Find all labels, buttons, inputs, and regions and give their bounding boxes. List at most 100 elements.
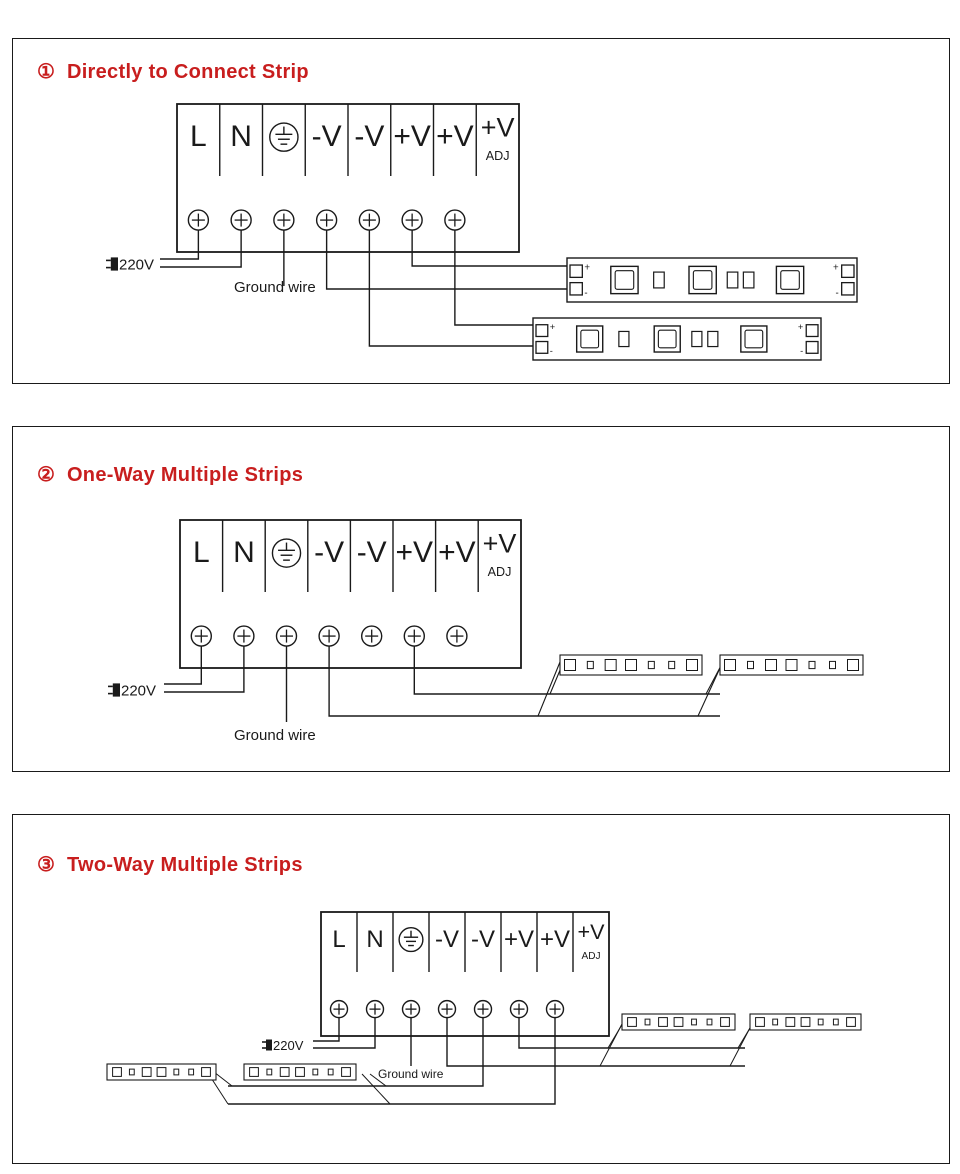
wire-minus-bus-left [228, 1017, 484, 1087]
resistor-icon [832, 1018, 839, 1026]
screw-terminal-icon [473, 999, 493, 1019]
screw-terminal-icon [233, 625, 255, 647]
resistor-icon [586, 660, 594, 670]
terminal-label: -V [435, 926, 459, 953]
screw-terminal-icon [365, 999, 385, 1019]
strip-minus-label: - [550, 346, 553, 356]
wire-tap [369, 1073, 387, 1087]
screw-terminal-icon [545, 999, 565, 1019]
strip-plus-label: + [584, 262, 590, 273]
led-chip-icon [141, 1067, 152, 1077]
led-chip-icon [785, 659, 798, 671]
section-title-1: ① Directly to Connect Strip [37, 59, 309, 84]
plug-body [110, 257, 118, 271]
earth-circle [271, 538, 302, 568]
strip-pad-left [535, 340, 549, 354]
wire-minus-2 [368, 230, 533, 347]
power-label: 220V [119, 257, 154, 274]
led-chip-icon [686, 659, 698, 671]
terminal-label: -V [471, 926, 495, 953]
screw-terminal-icon [401, 999, 421, 1019]
led-chip-icon [156, 1067, 167, 1077]
screw-terminal-icon [187, 209, 210, 231]
wire-plus-bus-right [518, 1017, 745, 1049]
terminal-label: N [366, 926, 383, 953]
resistor-icon [266, 1068, 273, 1076]
section-number-3: ③ [37, 854, 56, 876]
resistor-icon [653, 271, 665, 289]
wire-plus-bus-left [228, 1017, 556, 1105]
resistor-icon [691, 330, 703, 348]
strip-pad-right [805, 324, 819, 338]
terminal-label-adj: +V [577, 919, 605, 944]
section-title-1-text: Directly to Connect Strip [66, 61, 309, 83]
led-chip-icon [341, 1067, 351, 1077]
screw-terminal-icon [273, 209, 295, 231]
power-plug-icon [108, 683, 120, 697]
led-chip-icon [627, 1017, 637, 1027]
resistor-icon [312, 1068, 319, 1076]
power-plug-icon [106, 257, 118, 271]
resistor-icon [772, 1018, 779, 1026]
wire-minus-bus [328, 646, 720, 717]
terminal-label: -V [357, 536, 387, 569]
screw-terminal-icon [275, 625, 298, 647]
screw-terminal-icon [358, 209, 381, 231]
strip-minus-label: - [835, 288, 838, 299]
strip-plus-label: + [550, 322, 555, 332]
terminal-label: -V [314, 536, 344, 569]
screw-terminal-icon [446, 625, 468, 647]
strip-pad-right [841, 264, 855, 279]
led-chip-icon [249, 1067, 259, 1077]
strip-pad-right [841, 281, 855, 296]
led-strip [749, 1013, 862, 1031]
ground-label: Ground wire [234, 279, 316, 296]
wire-plus-1 [411, 230, 567, 267]
led-strip [719, 654, 864, 676]
resistor-icon [747, 660, 754, 670]
resistor-icon [644, 1018, 651, 1026]
strip-pad-left [535, 324, 549, 338]
resistor-icon [726, 271, 739, 289]
screw-terminal-icon [190, 625, 213, 647]
strip-plus-label: + [833, 262, 839, 273]
led-chip-icon [201, 1067, 211, 1077]
terminal-label: N [230, 120, 252, 153]
earth-ground-icon [269, 122, 299, 152]
strip-pad-left [569, 281, 583, 296]
led-chip-icon [658, 1017, 668, 1027]
terminal-label: L [332, 926, 345, 953]
wire-tap-minus-1 [537, 661, 561, 717]
screw-terminal-icon [509, 999, 529, 1019]
led-chip-icon [564, 659, 576, 671]
screw-terminal-icon [437, 999, 457, 1019]
section-title-2-text: One-Way Multiple Strips [66, 464, 304, 486]
resistor-icon [808, 660, 816, 670]
screw-terminal-icon [361, 625, 383, 647]
section-title-3: ③ Two-Way Multiple Strips [37, 852, 303, 877]
earth-circle [269, 122, 299, 152]
adj-label: ADJ [488, 565, 512, 579]
resistor-icon [128, 1068, 135, 1076]
screw-terminal-icon [401, 209, 423, 231]
screw-terminal-icon [315, 209, 338, 231]
power-plug-icon [262, 1039, 272, 1051]
led-chip-icon [625, 659, 637, 671]
led-chip-inner [744, 329, 764, 349]
screw-terminal-icon [403, 625, 425, 647]
wire-tap-minus-2 [697, 667, 721, 717]
led-chip-inner [657, 329, 677, 349]
wire-plus-2 [454, 230, 533, 326]
screw-terminal-icon [329, 999, 349, 1019]
led-chip-icon [604, 659, 617, 671]
earth-ground-icon [271, 538, 302, 568]
resistor-icon [829, 660, 836, 670]
terminal-label: +V [396, 536, 434, 569]
section-title-3-text: Two-Way Multiple Strips [66, 854, 303, 876]
terminal-label: L [190, 120, 207, 153]
resistor-icon [706, 1018, 713, 1026]
led-chip-icon [295, 1067, 305, 1077]
wire-minus-1 [325, 230, 567, 290]
